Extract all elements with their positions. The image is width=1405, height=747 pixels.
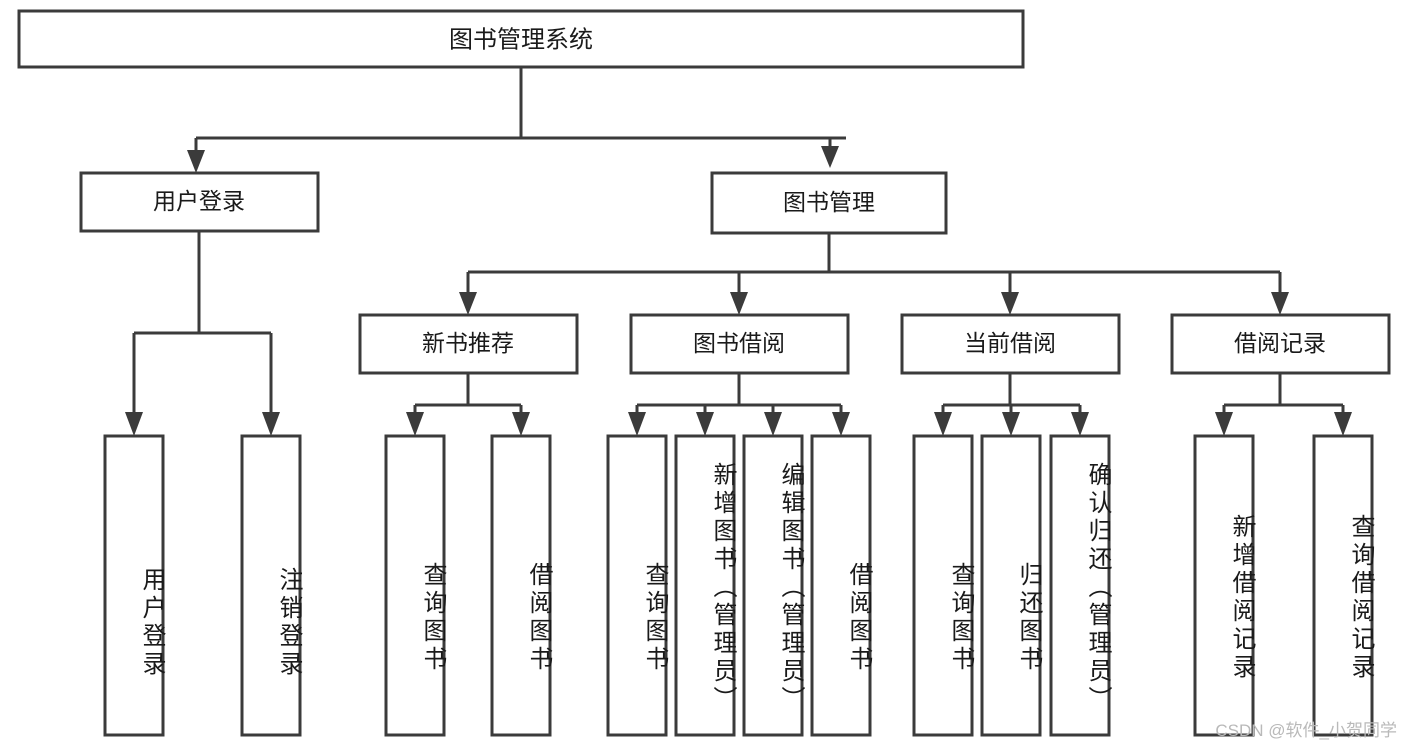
leaf-box-edit-book[interactable] — [742, 434, 804, 737]
leaf-box-query-record[interactable] — [1312, 434, 1374, 737]
node-user-login-label: 用户登录 — [153, 188, 245, 214]
connector-currentborrow-to-leaves — [934, 373, 1089, 436]
node-book-borrow[interactable]: 图书借阅 — [629, 313, 850, 375]
connector-bookmgmt-to-level3 — [459, 233, 1289, 315]
leaf-box-logout-login[interactable] — [240, 434, 302, 737]
node-current-borrow-label: 当前借阅 — [964, 330, 1056, 356]
node-book-management-label: 图书管理 — [783, 189, 875, 215]
leaf-box-query-book-1[interactable] — [384, 434, 446, 737]
node-new-book-recommend[interactable]: 新书推荐 — [358, 313, 579, 375]
connector-borrowrecord-to-leaves — [1215, 373, 1352, 436]
leaf-box-user-login[interactable] — [103, 434, 165, 737]
leaf-box-borrow-book-2[interactable] — [810, 434, 872, 737]
csdn-watermark: CSDN @软件_小贺同学 — [1215, 721, 1397, 740]
leaf-box-query-book-3[interactable] — [912, 434, 974, 737]
node-borrow-record[interactable]: 借阅记录 — [1170, 313, 1391, 375]
node-new-book-recommend-label: 新书推荐 — [422, 330, 514, 356]
node-book-management[interactable]: 图书管理 — [710, 171, 948, 235]
connector-root-to-level2 — [187, 67, 846, 173]
connector-userlogin-to-leaves — [125, 231, 280, 436]
connector-bookborrow-to-leaves — [628, 373, 850, 436]
leaf-box-add-book[interactable] — [674, 434, 736, 737]
leaf-boxes — [103, 434, 1374, 737]
node-current-borrow[interactable]: 当前借阅 — [900, 313, 1121, 375]
node-user-login[interactable]: 用户登录 — [79, 171, 320, 233]
node-root[interactable]: 图书管理系统 — [17, 9, 1025, 69]
leaf-box-query-book-2[interactable] — [606, 434, 668, 737]
leaf-box-add-record[interactable] — [1193, 434, 1255, 737]
leaf-box-confirm-return[interactable] — [1049, 434, 1111, 737]
node-borrow-record-label: 借阅记录 — [1234, 330, 1326, 356]
leaf-box-return-book[interactable] — [980, 434, 1042, 737]
node-book-borrow-label: 图书借阅 — [693, 330, 785, 356]
leaf-box-borrow-book-1[interactable] — [490, 434, 552, 737]
node-root-label: 图书管理系统 — [449, 26, 593, 53]
connector-newbook-to-leaves — [406, 373, 530, 436]
